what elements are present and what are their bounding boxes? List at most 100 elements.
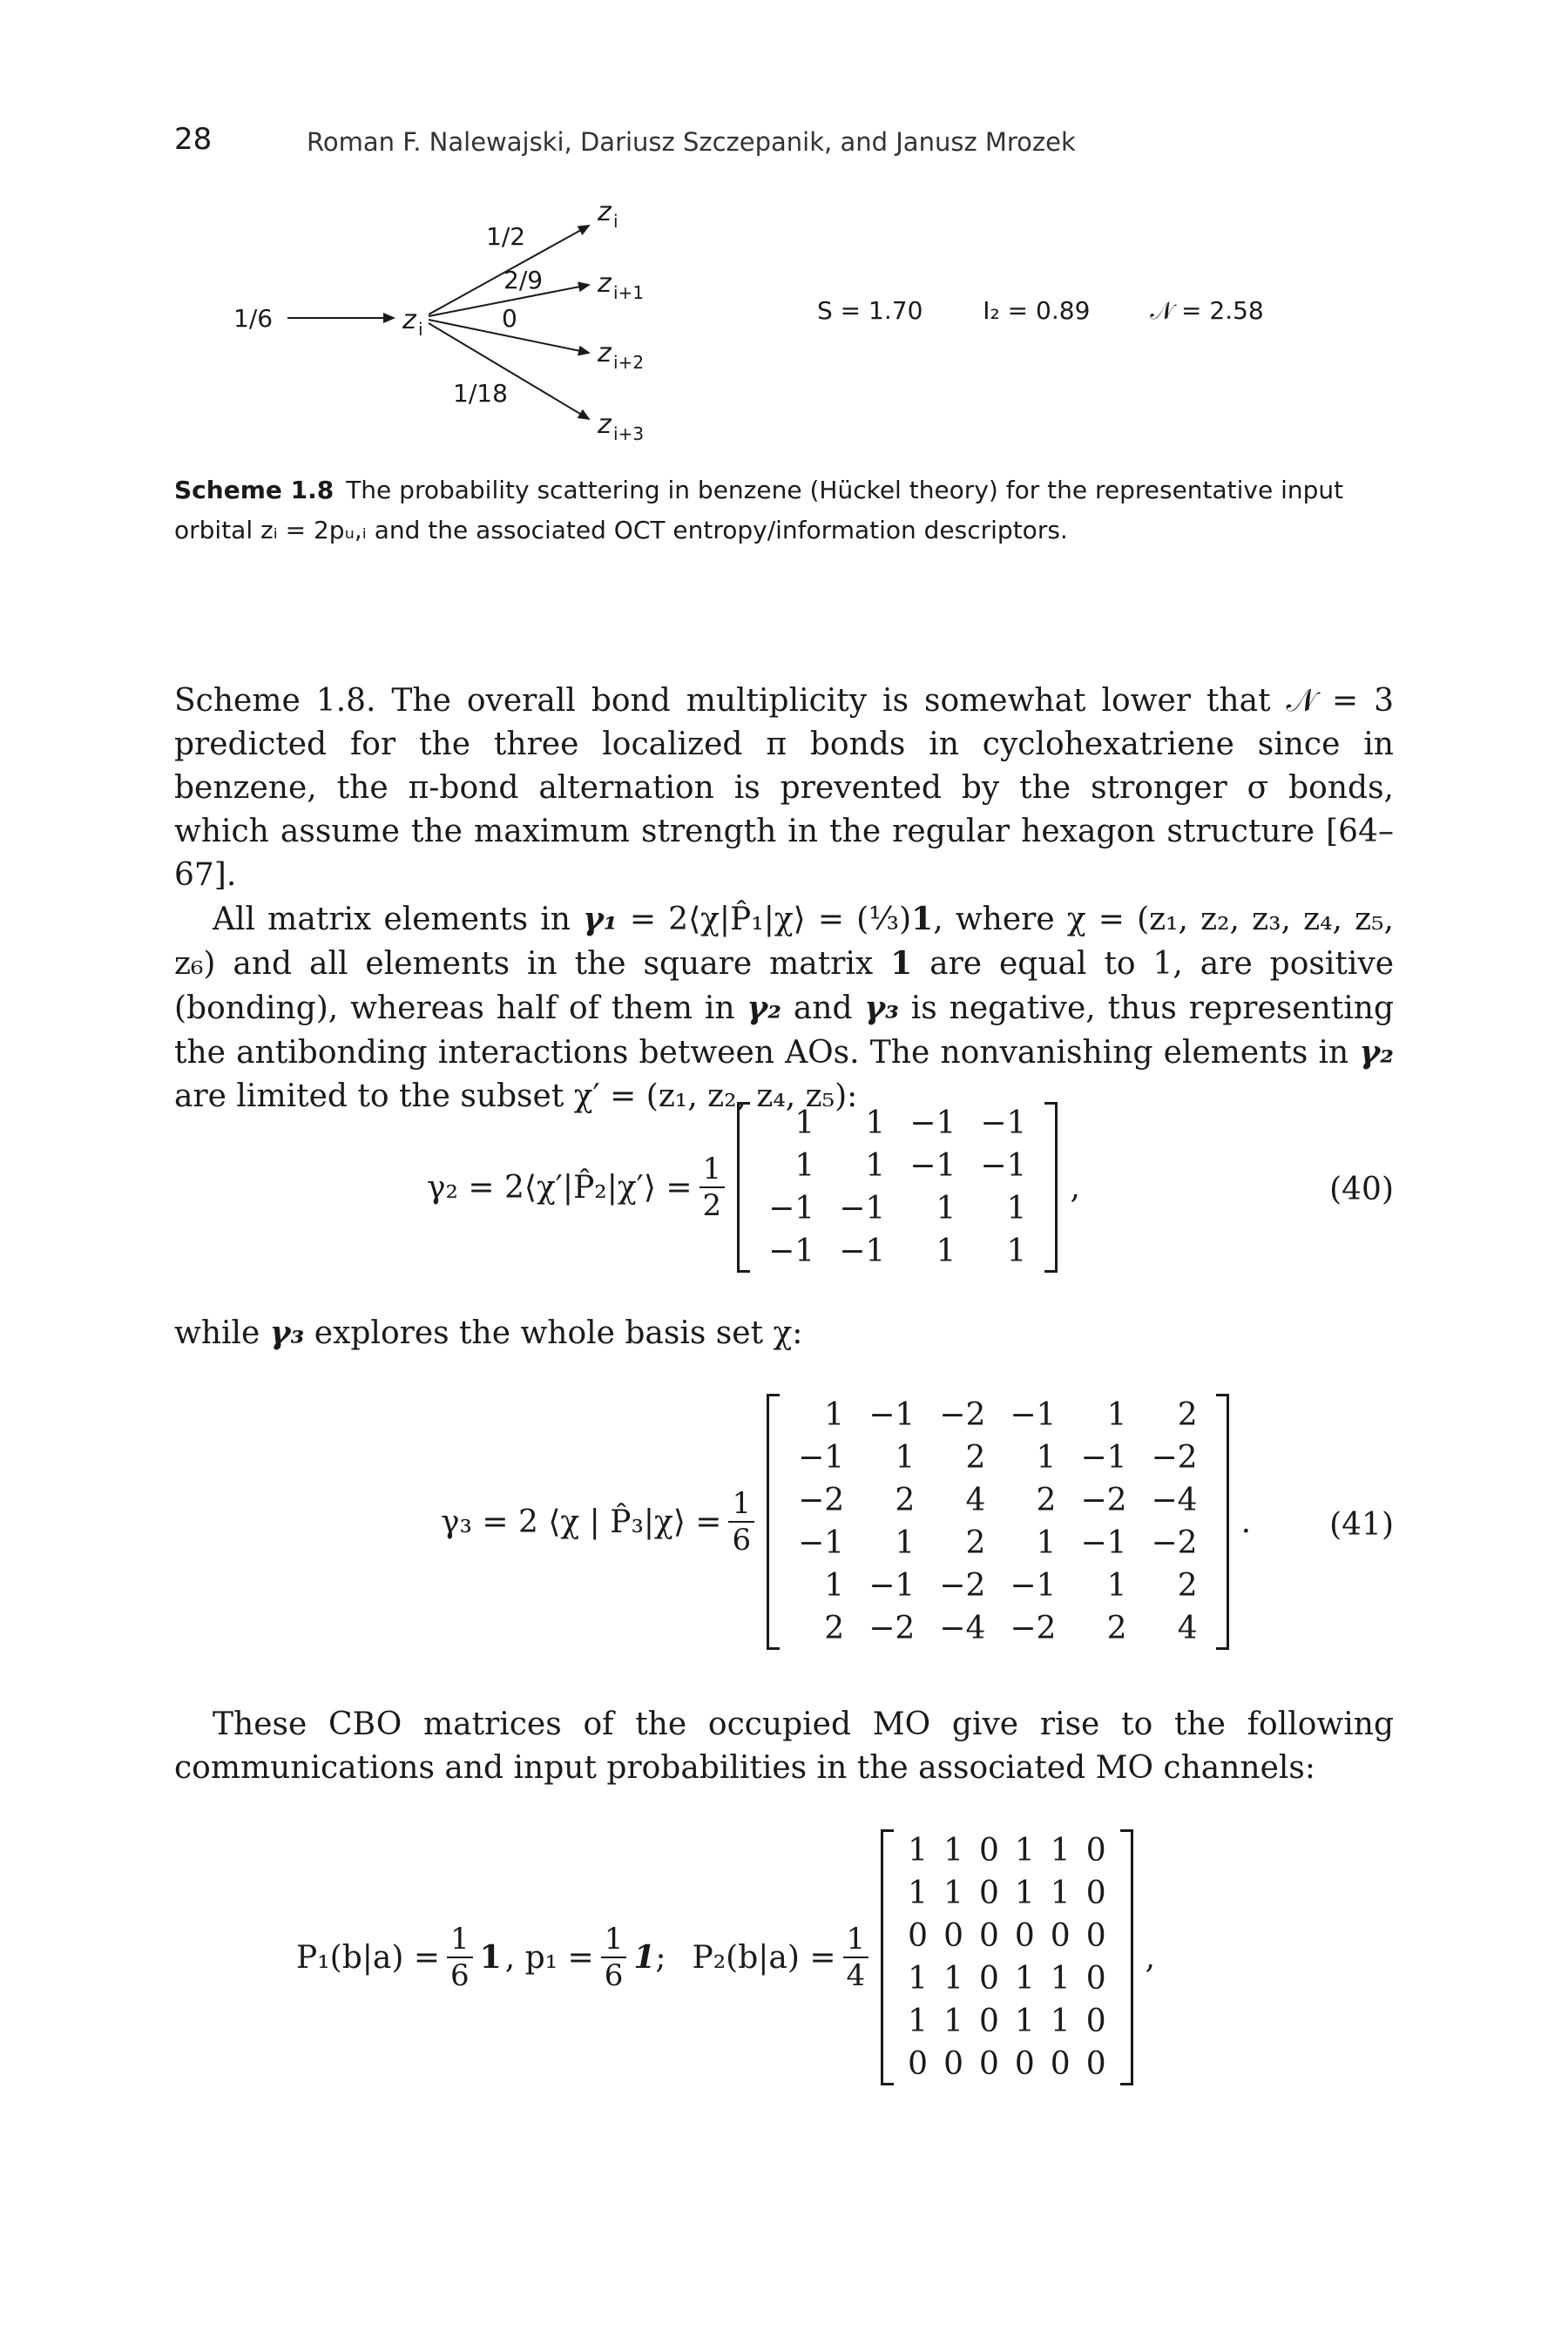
eq41-matrix-cell: −1 [868, 1568, 916, 1604]
eq42-matrix-cell: 1 [1050, 1876, 1071, 1911]
eq40-matrix-cell: 1 [1006, 1233, 1027, 1269]
input-probability-label: 1/6 [233, 304, 273, 333]
eq40-matrix-cell: 1 [865, 1105, 886, 1141]
eq41-matrix-cell: 4 [1177, 1611, 1198, 1646]
eq41-matrix-cell: −1 [798, 1440, 845, 1476]
eq42-matrix-cell: 0 [978, 1918, 999, 1954]
eq40-lhs: γ₂ = 2⟨χ′|P̂₂|χ′⟩ = [427, 1169, 693, 1206]
eq42-matrix-cell: 0 [1014, 2046, 1035, 2082]
eq40-matrix-cell: −1 [909, 1148, 956, 1184]
eq42-matrix-cell: 1 [943, 2004, 963, 2039]
eq40-matrix-cell: −1 [768, 1233, 815, 1269]
eq40-matrix-cell: −1 [980, 1105, 1027, 1141]
eq41-matrix-cell: −4 [939, 1611, 986, 1646]
eq40-matrix-cell: −1 [839, 1191, 886, 1227]
eq42-matrix-cell: 0 [1085, 2046, 1106, 2082]
eq42-matrix-cell: 1 [908, 1833, 929, 1869]
eq42-matrix-cell: 0 [1085, 2004, 1106, 2039]
bond-multiplicity-descriptor: 𝒩 = 2.58 [1150, 296, 1264, 325]
eq41-matrix-cell: 2 [965, 1525, 986, 1561]
eq42-p1-input: , p₁ = [504, 1939, 594, 1976]
eq41-matrix-cell: 4 [965, 1483, 986, 1518]
eq42-matrix-cell: 0 [1014, 1918, 1035, 1954]
p2-text-f: is negative, thus representing the antib… [174, 990, 1394, 1071]
target-node-3-sub: i+2 [613, 352, 644, 373]
channel-label-3: 0 [502, 304, 517, 333]
eq41-matrix-cell: −4 [1151, 1483, 1198, 1518]
eq41-frac-num: 1 [728, 1486, 755, 1523]
eq41-matrix-cell: 2 [824, 1611, 845, 1646]
target-node-1-sub: i [613, 211, 618, 232]
eq42-matrix-cell: 1 [1014, 2004, 1035, 2039]
p2-unit-matrix-2: 1 [890, 945, 913, 982]
eq42-matrix-cell: 0 [1085, 1961, 1106, 1997]
eq41-matrix-cell: 1 [895, 1440, 916, 1476]
eq42-frac1-den: 6 [450, 1958, 470, 1993]
body-text-block-1: Scheme 1.8. The overall bond multiplicit… [174, 679, 1394, 1119]
eq42-frac2-den: 6 [604, 1958, 624, 1993]
oct-descriptors: S = 1.70 I₂ = 0.89 𝒩 = 2.58 [817, 296, 1316, 326]
eq42-matrix-cell: 0 [908, 1918, 929, 1954]
eq41-matrix-cell: −2 [1010, 1611, 1057, 1646]
eq40-matrix-cell: 1 [794, 1148, 815, 1184]
target-node-1: z [597, 197, 612, 227]
eq41-matrix-cell: −1 [1010, 1397, 1057, 1433]
eq40-frac-den: 2 [702, 1188, 722, 1223]
p2-gamma2-b: γ₂ [1359, 1034, 1394, 1071]
channel-arrow-3 [428, 319, 591, 356]
eq42-matrix-cell: 1 [943, 1833, 963, 1869]
paragraph-2: All matrix elements in γ₁ = 2⟨χ|P̂₁|χ⟩ =… [174, 897, 1394, 1119]
eq40-matrix-row: 1 1 −1 −1 [756, 1102, 1038, 1145]
eq42-frac3-num: 1 [842, 1922, 869, 1958]
eq40-matrix-cell: −1 [768, 1191, 815, 1227]
eq42-matrix-cell: 0 [1085, 1833, 1106, 1869]
eq41-matrix-cell: 2 [1036, 1483, 1057, 1518]
eq40-matrix-cell: 1 [794, 1105, 815, 1141]
p2-gamma3: γ₃ [864, 990, 899, 1026]
p3-text-a: while [174, 1315, 270, 1351]
eq42-matrix-cell: 0 [1085, 1918, 1106, 1954]
eq41-matrix-cell: 2 [1177, 1397, 1198, 1433]
channel-arrow-4 [428, 322, 591, 421]
eq42-matrix-cell: 0 [943, 1918, 963, 1954]
eq41-matrix-cell: −2 [1151, 1440, 1198, 1476]
p2-gamma2: γ₂ [747, 990, 781, 1026]
channel-label-4: 1/18 [453, 379, 508, 408]
eq42-matrix-cell: 0 [978, 2046, 999, 2082]
channel-label-2: 2/9 [504, 266, 543, 294]
eq40-matrix-cell: −1 [839, 1233, 886, 1269]
eq41-matrix-cell: −1 [1010, 1568, 1057, 1604]
eq41-number: (41) [1329, 1507, 1394, 1543]
eq41-matrix-cell: 1 [824, 1568, 845, 1604]
eq42-matrix-cell: 1 [1050, 2004, 1071, 2039]
eq42-frac2-num: 1 [600, 1922, 627, 1958]
eq42-lhs-p1: P₁(b|a) = [296, 1939, 440, 1976]
eq41-matrix-cell: −2 [868, 1611, 916, 1646]
eq41-trail: . [1240, 1504, 1252, 1540]
eq42-matrix-cell: 1 [908, 1876, 929, 1911]
paragraph-1: Scheme 1.8. The overall bond multiplicit… [174, 683, 1394, 893]
eq40-matrix-cell: 1 [865, 1148, 886, 1184]
eq42-matrix-cell: 0 [1050, 1918, 1071, 1954]
paragraph-4: These CBO matrices of the occupied MO gi… [174, 1707, 1394, 1786]
eq41-matrix-cell: 1 [895, 1525, 916, 1561]
eq41-matrix-cell: 2 [1177, 1568, 1198, 1604]
eq40-matrix-cell: −1 [909, 1105, 956, 1141]
